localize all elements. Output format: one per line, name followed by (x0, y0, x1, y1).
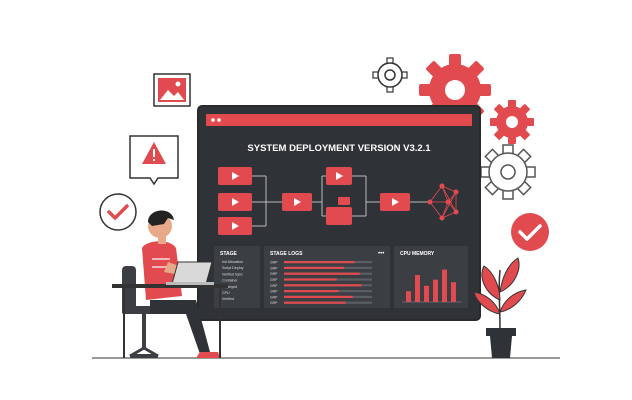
cpu-bar (451, 282, 456, 302)
log-row-label: GRP (270, 301, 278, 305)
checkmark-icon-left (99, 193, 137, 231)
log-row-progress-bar (284, 266, 344, 269)
play-icon (294, 198, 301, 206)
dashboard-title: SYSTEM DEPLOYMENT VERSION V3.2.1 (247, 143, 431, 154)
monitor-top-bar (206, 114, 472, 126)
stage-panel-heading: STAGE (220, 251, 238, 257)
gear-icon-medium-red (490, 100, 534, 144)
cpu-bar (415, 275, 420, 302)
checkmark-icon-right (511, 213, 549, 251)
log-row-label: GRP (270, 272, 278, 276)
play-icon (232, 198, 239, 206)
image-icon (153, 73, 191, 107)
laptop (166, 261, 214, 285)
play-icon (232, 222, 239, 230)
pipeline-diagram (218, 167, 459, 235)
cpu-panel: CPU MEMORY (394, 246, 468, 308)
log-row-label: GRP (270, 284, 278, 288)
log-row-progress-bar (284, 278, 337, 281)
gear-icon-outline-right (480, 144, 536, 200)
pipeline-node (326, 207, 352, 225)
network-graph-icon (427, 183, 459, 221)
log-row-progress-bar (284, 295, 353, 298)
stage-item: Verified (222, 297, 234, 301)
log-row-label: GRP (270, 290, 278, 294)
play-icon (336, 172, 343, 180)
cpu-bar (433, 279, 438, 302)
cpu-bar (406, 291, 411, 302)
stage-item: Script Deploy (222, 266, 244, 270)
gear-icon-small-outline (372, 57, 408, 93)
stage-item: Deployed (222, 285, 237, 289)
cpu-bar (424, 285, 429, 302)
cpu-bar (442, 269, 447, 302)
potted-plant (473, 257, 527, 358)
log-row-progress-bar (284, 290, 339, 293)
stage-item: Container (222, 279, 238, 283)
stage-item: Init Allocation (222, 260, 243, 264)
stage-item: CPU (222, 291, 230, 295)
log-row-progress-bar (284, 261, 355, 264)
window-dot-icon (211, 118, 215, 122)
pipeline-node (338, 197, 350, 205)
log-row-label: GRP (270, 266, 278, 270)
person-at-desk (112, 210, 228, 358)
log-row-label: GRP (270, 295, 278, 299)
play-icon (232, 172, 239, 180)
log-row-label: GRP (270, 278, 278, 282)
logs-panel-heading: STAGE LOGS (270, 251, 303, 257)
play-icon (392, 198, 399, 206)
more-icon: ••• (378, 251, 384, 257)
cpu-panel-heading: CPU MEMORY (400, 251, 435, 257)
warning-icon (129, 135, 179, 186)
log-row-progress-bar (284, 272, 360, 275)
log-row-progress-bar (284, 284, 362, 287)
log-row-label: GRP (270, 261, 278, 265)
window-dot-icon (217, 118, 221, 122)
log-row-progress-bar (284, 301, 346, 304)
monitor: SYSTEM DEPLOYMENT VERSION V3.2.1 (197, 105, 481, 321)
stage-item: Verified Sync (222, 272, 243, 276)
